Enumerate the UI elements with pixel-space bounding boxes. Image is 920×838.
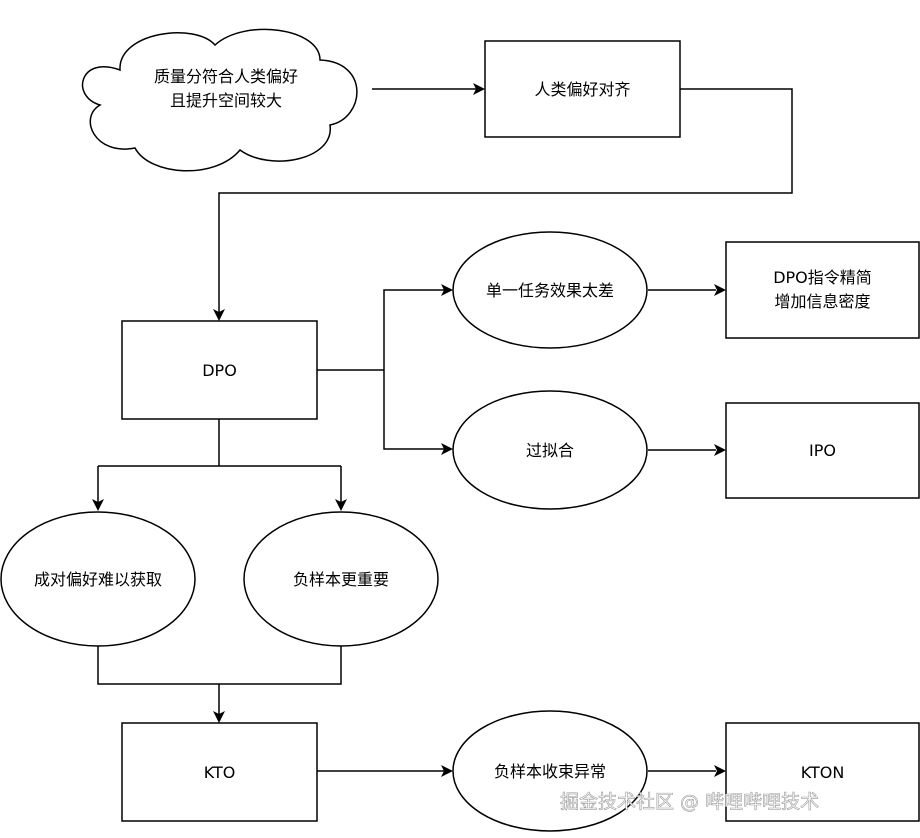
kto-box: [121, 722, 318, 822]
kto-label: KTO: [204, 763, 236, 782]
node-dpo: DPO: [121, 320, 318, 420]
align-label: 人类偏好对齐: [534, 80, 630, 99]
node-pairs: 成对偏好难以获取: [0, 511, 196, 647]
node-align: 人类偏好对齐: [484, 40, 681, 138]
cloud-shape: [81, 28, 358, 172]
dpo-label: DPO: [202, 361, 237, 380]
edge-dpo-split: [97, 419, 342, 502]
arrowhead-align: [473, 83, 485, 95]
arrowhead-kto: [213, 711, 225, 723]
single-task-ellipse: [452, 231, 648, 349]
edge-merge-to-kto: [97, 646, 342, 714]
node-cloud: 质量分符合人类偏好 且提升空间较大: [81, 28, 358, 172]
cloud-label-line2: 且提升空间较大: [170, 91, 282, 110]
arrowhead-dpo: [213, 309, 225, 321]
node-kto: KTO: [121, 722, 318, 822]
dpo-refine-box: [725, 241, 920, 339]
neg-ellipse: [243, 511, 439, 647]
neg-conv-label: 负样本收束异常: [494, 762, 606, 781]
edge-dpo-branch: [317, 289, 444, 450]
kton-label: KTON: [801, 763, 845, 782]
dpo-refine-label-line1: DPO指令精简: [773, 268, 872, 287]
kton-box: [725, 722, 920, 822]
node-neg-conv: 负样本收束异常: [452, 710, 648, 832]
arrowhead-single-task: [441, 284, 453, 296]
pairs-ellipse: [0, 511, 196, 647]
align-box: [484, 40, 681, 138]
single-task-label: 单一任务效果太差: [486, 281, 614, 300]
cloud-label-line1: 质量分符合人类偏好: [154, 67, 298, 86]
arrowhead-pairs: [92, 499, 104, 511]
arrowhead-refine: [714, 284, 726, 296]
node-dpo-refine: DPO指令精简 增加信息密度: [725, 241, 920, 339]
arrowhead-neg: [335, 499, 347, 511]
node-overfit: 过拟合: [452, 390, 648, 510]
arrowhead-negconv: [441, 765, 453, 777]
arrowhead-kton: [714, 765, 726, 777]
node-single-task: 单一任务效果太差: [452, 231, 648, 349]
node-ipo: IPO: [725, 402, 920, 499]
edges: [92, 83, 793, 777]
ipo-label: IPO: [809, 441, 836, 460]
watermark: 掘金技术社区 @ 哔哩哔哩技术: [560, 791, 819, 813]
overfit-label: 过拟合: [526, 441, 574, 460]
dpo-refine-label-line2: 增加信息密度: [774, 292, 870, 311]
neg-label: 负样本更重要: [293, 570, 389, 589]
arrowhead-ipo: [714, 444, 726, 456]
dpo-box: [121, 320, 318, 420]
neg-conv-ellipse: [452, 710, 648, 832]
edge-align-to-dpo: [218, 88, 793, 312]
node-neg: 负样本更重要: [243, 511, 439, 647]
pairs-label: 成对偏好难以获取: [34, 570, 162, 589]
overfit-ellipse: [452, 390, 648, 510]
arrowhead-overfit: [441, 443, 453, 455]
ipo-box: [725, 402, 920, 499]
node-kton: KTON: [725, 722, 920, 822]
